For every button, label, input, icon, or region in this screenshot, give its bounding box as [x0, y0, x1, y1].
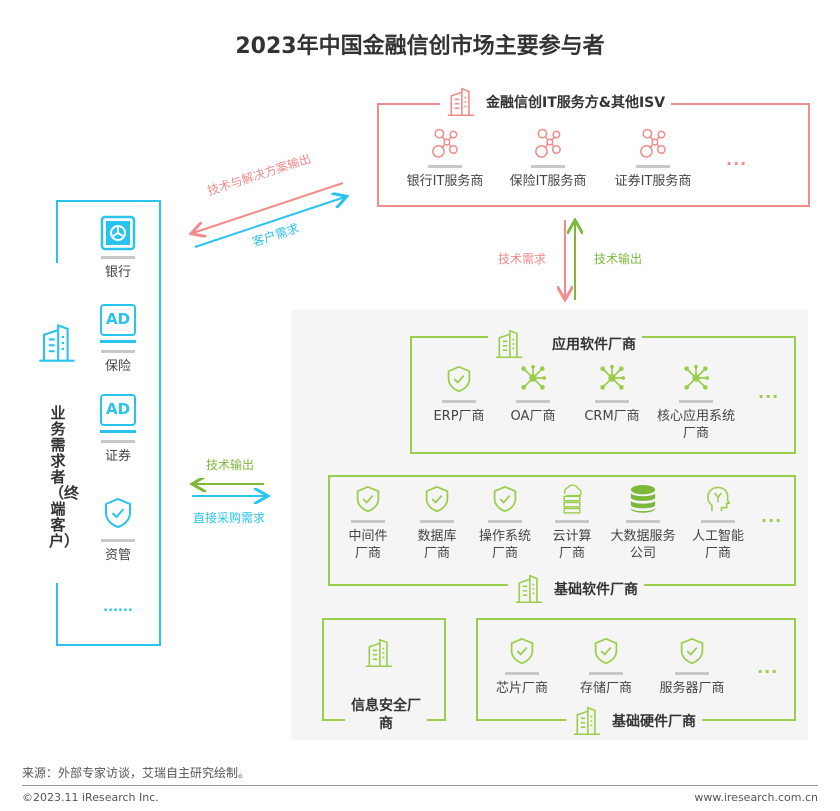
solution-arrow — [193, 182, 344, 233]
list-item: 服务器厂商 — [642, 636, 742, 697]
customers-title: 业务需求者（终端客户） — [49, 404, 80, 550]
source-note: 来源：外部专家访谈，艾瑞自主研究绘制。 — [22, 766, 251, 780]
tech-output-label-2: 技术输出 — [206, 458, 255, 472]
list-item: 证券IT服务商 — [603, 127, 703, 190]
hub-icon — [598, 364, 626, 392]
network-icon — [534, 127, 562, 159]
list-item: CRM厂商 — [562, 364, 662, 425]
shield-check-icon — [679, 636, 705, 666]
list-item: 存储厂商 — [556, 636, 656, 697]
network-icon — [639, 127, 667, 159]
shield-check-icon — [424, 484, 450, 514]
security-title: 信息安全厂商 — [345, 697, 427, 733]
it-services-header: 金融信创IT服务方&其他ISV — [440, 86, 672, 118]
hub-icon — [682, 364, 710, 392]
building-icon — [37, 323, 77, 363]
network-icon — [431, 127, 459, 159]
ad-icon: AD — [100, 394, 136, 426]
list-item: 保险IT服务商 — [498, 127, 598, 190]
list-item: 大数据服务公司 — [606, 484, 680, 562]
app-software-header: 应用软件厂商 — [488, 328, 642, 360]
more-dots: ... — [761, 507, 783, 526]
list-item: 银行 — [88, 215, 148, 281]
list-item: 银行IT服务商 — [395, 127, 495, 190]
list-item: OA厂商 — [483, 364, 583, 425]
vertical-arrows — [555, 215, 585, 305]
base-software-header: 基础软件厂商 — [508, 573, 644, 605]
list-item: 核心应用系统厂商 — [654, 364, 738, 442]
tech-output-label: 技术输出 — [594, 252, 643, 266]
customers-box — [56, 200, 161, 646]
website-link[interactable]: www.iresearch.com.cn — [694, 791, 818, 804]
list-item: 人工智能厂商 — [688, 484, 748, 562]
shield-check-icon — [492, 484, 518, 514]
hub-icon — [519, 364, 547, 392]
direct-purchase-label: 直接采购需求 — [193, 511, 266, 525]
shield-check-icon — [509, 636, 535, 666]
list-item: AD 保险 — [88, 304, 148, 375]
list-item: 操作系统厂商 — [475, 484, 535, 562]
shield-check-icon — [446, 364, 472, 394]
diagonal-arrows — [185, 182, 355, 248]
list-item: 芯片厂商 — [472, 636, 572, 697]
horizontal-arrows — [188, 478, 273, 504]
copyright: ©2023.11 iResearch Inc. — [22, 791, 159, 804]
shield-check-icon — [593, 636, 619, 666]
page-title: 2023年中国金融信创市场主要参与者 — [235, 34, 605, 59]
list-item: AD 证券 — [88, 394, 148, 465]
footer-divider — [22, 785, 818, 786]
shield-check-icon — [355, 484, 381, 514]
building-icon — [364, 637, 394, 669]
list-item: 资管 — [88, 495, 148, 564]
list-item: ERP厂商 — [409, 364, 509, 425]
hardware-header: 基础硬件厂商 — [566, 705, 702, 737]
building-icon — [446, 86, 476, 118]
demand-arrow — [194, 197, 345, 248]
list-item: 中间件厂商 — [343, 484, 393, 562]
database-icon — [629, 484, 657, 514]
vendor-area — [291, 310, 808, 740]
more-dots: ... — [758, 383, 780, 402]
building-icon — [514, 573, 544, 605]
bank-safe-icon — [100, 215, 136, 251]
more-dots: ... — [757, 658, 779, 677]
shield-check-icon — [103, 495, 133, 531]
list-item: 数据库厂商 — [412, 484, 462, 562]
ad-icon: AD — [100, 304, 136, 336]
more-dots: ...... — [103, 600, 133, 615]
ai-head-icon — [705, 484, 731, 514]
building-icon — [494, 328, 524, 360]
list-item: 云计算厂商 — [547, 484, 597, 562]
more-dots: ... — [726, 150, 748, 169]
building-icon — [572, 705, 602, 737]
tech-demand-label: 技术需求 — [498, 252, 547, 266]
cloud-server-icon — [559, 484, 585, 514]
it-services-title: 金融信创IT服务方&其他ISV — [486, 95, 666, 111]
